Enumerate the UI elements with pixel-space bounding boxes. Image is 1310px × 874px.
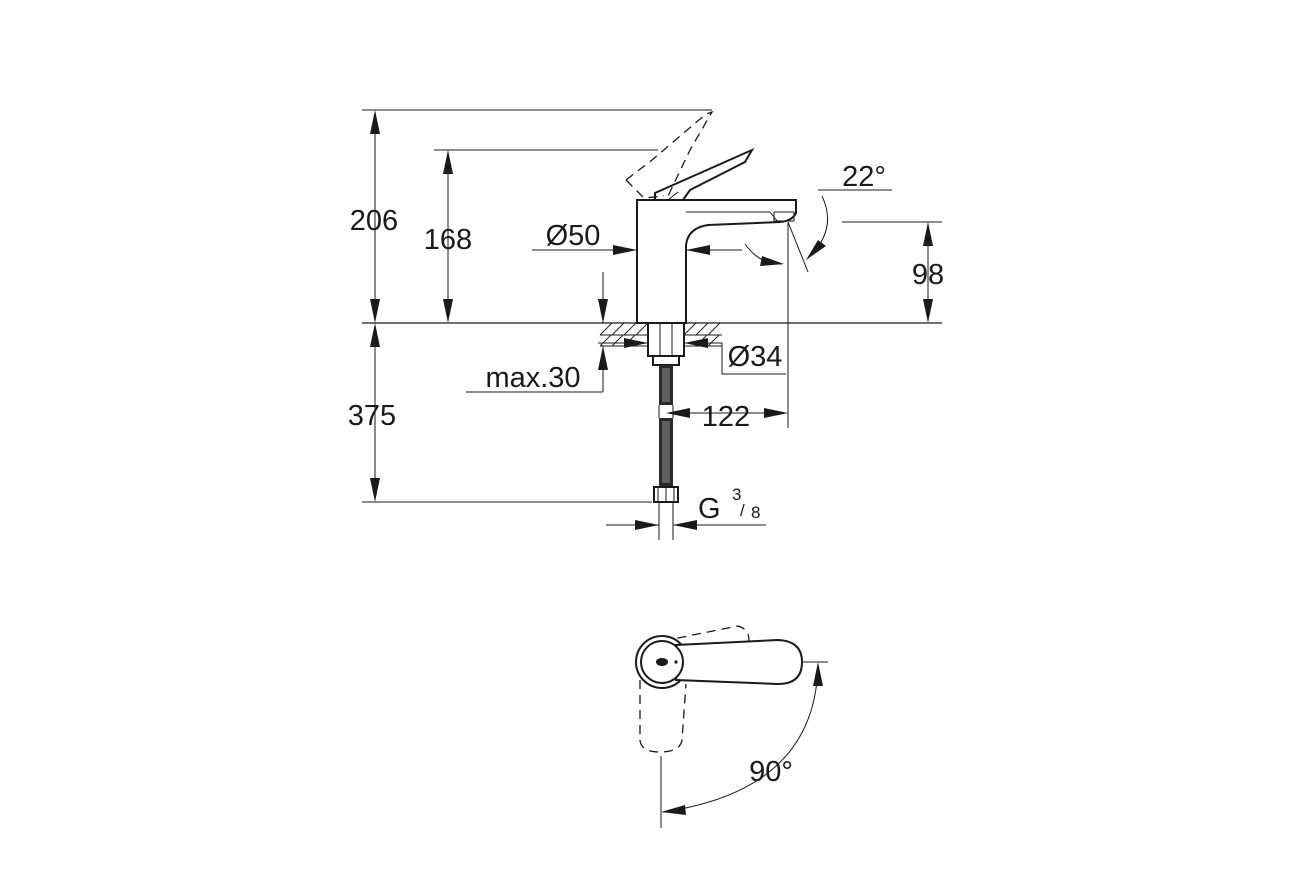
temperature-indicator-icon: [656, 658, 668, 666]
arrow: [764, 408, 788, 418]
arrow: [370, 323, 380, 347]
arrow: [598, 346, 608, 370]
connection-numerator: 3: [732, 485, 741, 504]
connection-denominator: 8: [751, 503, 760, 522]
arrow: [813, 662, 823, 686]
arrow: [673, 520, 697, 530]
arrow: [806, 240, 826, 260]
spout-height-label: 98: [912, 259, 944, 291]
arrow: [613, 245, 637, 255]
total-height-label: 206: [350, 205, 398, 237]
spray-line: [787, 221, 809, 273]
arrow: [923, 299, 933, 323]
projection-label: 122: [702, 401, 750, 433]
top-view: 90°: [635, 625, 828, 828]
aerator: [773, 211, 795, 222]
lever-rotation-label: 90°: [749, 756, 793, 788]
mounting-shank: [647, 322, 685, 357]
hole-diameter-label: Ø34: [728, 341, 783, 373]
lever-raised-outline: [625, 110, 714, 197]
arrow: [624, 338, 648, 348]
lever-top: [675, 638, 804, 686]
arrow: [760, 256, 784, 266]
lever-alt-position-top: [647, 625, 750, 647]
arrow: [635, 520, 659, 530]
rotation-arc: [662, 663, 819, 813]
side-view: 206 168 375: [348, 109, 944, 540]
arrow: [684, 338, 708, 348]
indicator-dot: [674, 660, 678, 664]
max-deck-thickness-label: max.30: [485, 362, 580, 394]
body-diameter-label: Ø50: [546, 220, 601, 252]
arrow: [686, 245, 710, 255]
dim-34-leader: [708, 342, 786, 375]
lever-detail: [667, 191, 679, 201]
lever: [654, 147, 755, 201]
arrow: [923, 222, 933, 246]
spout-angle-label: 22°: [842, 161, 886, 193]
arrow: [666, 408, 690, 418]
braided-hose: [658, 365, 674, 486]
arrow: [370, 478, 380, 502]
arrow: [443, 299, 453, 323]
connection-prefix-label: G: [698, 493, 721, 525]
lever-alt-position-down: [639, 680, 687, 753]
arrow: [370, 299, 380, 323]
arrow: [598, 299, 608, 323]
arrow: [370, 110, 380, 134]
lever-height-label: 168: [424, 224, 472, 256]
lever-raised-base: [625, 179, 665, 199]
arrow: [661, 805, 686, 815]
mounting-nut: [652, 355, 680, 366]
below-deck-length-label: 375: [348, 400, 396, 432]
arrow: [443, 150, 453, 174]
connection-slash: /: [740, 501, 745, 520]
